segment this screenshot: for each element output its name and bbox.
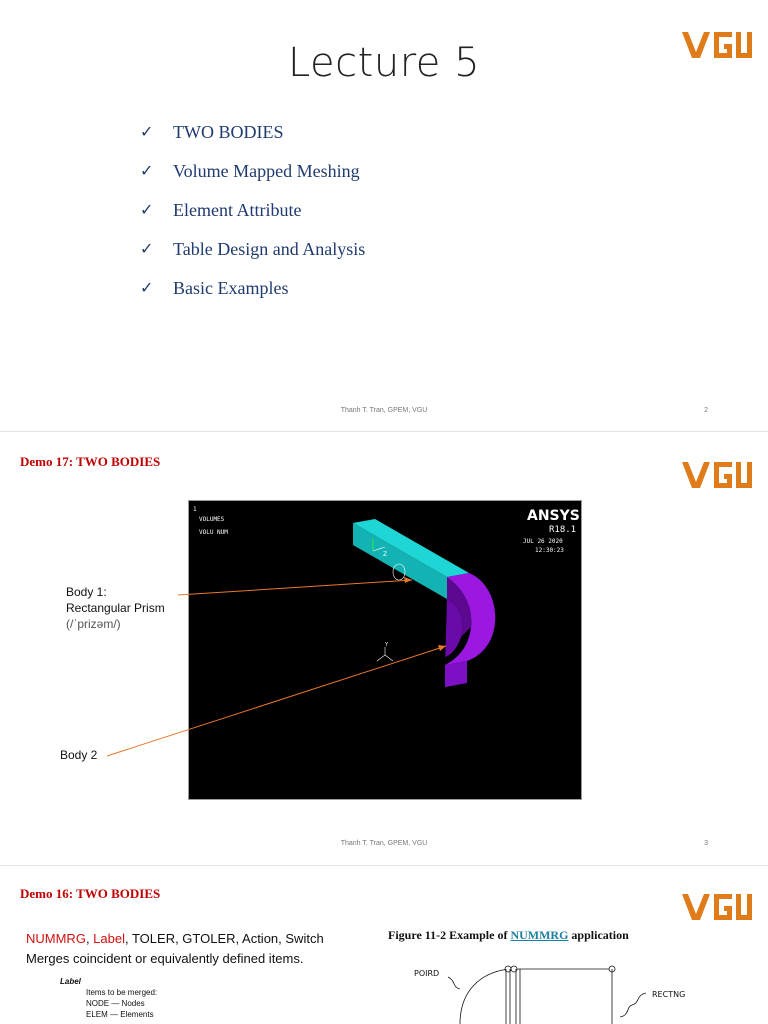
label-arg-item: NODE — Nodes [86, 999, 145, 1008]
body-2-curved [445, 573, 496, 687]
checkmark-icon: ✓ [140, 161, 154, 180]
slide-title: Demo 17: TWO BODIES [20, 454, 161, 469]
label-arg-item: ELEM — Elements [86, 1010, 154, 1019]
figure-label-poird: POIRD [414, 969, 439, 978]
list-item-label: Element Attribute [173, 200, 302, 220]
coordinate-triad [376, 647, 394, 662]
figure-caption-prefix: Figure 11-2 Example of [388, 928, 511, 942]
callout-body-1-phonetic: (/ˈprizəm/) [66, 617, 121, 631]
checkmark-icon: ✓ [140, 122, 154, 141]
command-name: NUMMRG [26, 931, 86, 946]
nummrg-figure-drawing: POIRD RECTNG [414, 965, 685, 1024]
callout-body-2: Body 2 [60, 748, 98, 762]
list-item-label: Table Design and Analysis [173, 239, 366, 259]
callout-arrows [106, 577, 447, 757]
ansys-date: JUL 26 2020 [523, 538, 563, 545]
command-separator: , [85, 931, 94, 946]
label-arg-docs: Label Items to be merged: NODE — Nodes E… [60, 976, 157, 1020]
slide-title: Lecture 5 [287, 40, 481, 86]
list-item-label: TWO BODIES [173, 122, 284, 142]
vgu-logo [682, 32, 752, 58]
ansys-brand: ANSYS [527, 508, 580, 524]
vgu-logo [682, 894, 752, 920]
checkmark-icon: ✓ [140, 278, 154, 297]
figure-caption: Figure 11-2 Example of NUMMRG applicatio… [388, 928, 629, 943]
slide-divider [0, 865, 768, 866]
figure-caption-link[interactable]: NUMMRG [510, 928, 569, 942]
list-item-label: Basic Examples [173, 278, 289, 298]
topic-list: ✓ TWO BODIES ✓ Volume Mapped Meshing ✓ Elem… [140, 122, 365, 317]
callout-body-1-title: Body 1: [66, 585, 107, 599]
corner-index: 1 [193, 506, 197, 513]
command-label-arg: Label [93, 931, 125, 946]
list-item: ✓ TWO BODIES [140, 122, 365, 161]
callout-body-1-name: Rectangular Prism [66, 601, 165, 615]
slide-demo-17: Demo 17: TWO BODIES 1 VOLUMES VOLU NUM A… [0, 432, 768, 866]
figure-caption-suffix: application [568, 928, 629, 942]
slide-lecture-overview: Lecture 5 ✓ TWO BODIES ✓ Volume Mapped Mes… [0, 0, 768, 432]
vgu-logo [682, 462, 752, 488]
command-args: , TOLER, GTOLER, Action, Switch [124, 931, 324, 946]
checkmark-icon: ✓ [140, 200, 154, 219]
triad-label: Y [384, 642, 389, 648]
command-syntax: NUMMRG, Label, TOLER, GTOLER, Action, Sw… [26, 929, 324, 969]
ansys-time: 12:30:23 [535, 547, 564, 554]
label-arg-title: Label [60, 977, 81, 986]
list-item: ✓ Volume Mapped Meshing [140, 161, 365, 200]
callout-body-1: Body 1: Rectangular Prism (/ˈprizəm/) [66, 584, 165, 632]
ansys-label-volumes: VOLUMES [199, 516, 225, 523]
page-number: 3 [704, 840, 708, 847]
command-description: Merges coincident or equivalently define… [26, 951, 304, 966]
slide-title: Demo 16: TWO BODIES [20, 886, 161, 901]
slide-divider [0, 431, 768, 432]
list-item: ✓ Element Attribute [140, 200, 365, 239]
ansys-viewport: 1 VOLUMES VOLU NUM ANSYS R18.1 JUL 26 20… [188, 500, 582, 800]
axis-label: Z [383, 551, 387, 558]
page-number: 2 [704, 407, 708, 414]
slide-footer: Thanh T. Tran, GPEM, VGU [340, 840, 428, 847]
list-item: ✓ Table Design and Analysis [140, 239, 365, 278]
checkmark-icon: ✓ [140, 239, 154, 258]
ansys-model-view: 1 VOLUMES VOLU NUM ANSYS R18.1 JUL 26 20… [193, 506, 580, 687]
slide-demo-16: Demo 16: TWO BODIES NUMMRG, Label, TOLER… [0, 866, 768, 1024]
list-item: ✓ Basic Examples [140, 278, 365, 317]
ansys-label-volunum: VOLU NUM [199, 529, 228, 536]
label-arg-subtitle: Items to be merged: [86, 988, 158, 997]
list-item-label: Volume Mapped Meshing [173, 161, 360, 181]
figure-label-rectng: RECTNG [652, 990, 685, 999]
ansys-version: R18.1 [549, 525, 576, 535]
slide-footer: Thanh T. Tran, GPEM, VGU [340, 407, 428, 414]
